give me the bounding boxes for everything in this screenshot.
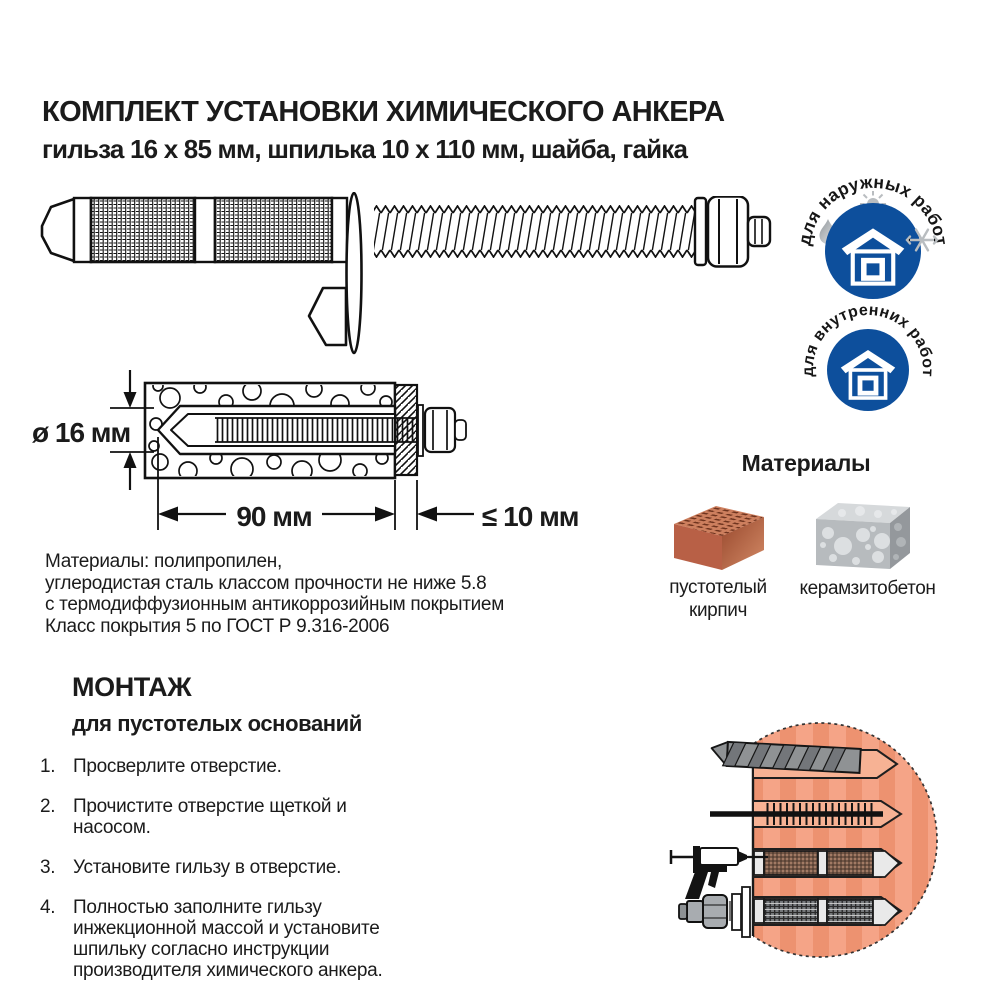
depth-dimension (157, 437, 418, 530)
sleeve-mesh (89, 196, 197, 264)
step-item: 4. Полностью заполните гильзу инжекционн… (40, 897, 480, 981)
outdoor-badge: для наружных работ (794, 174, 951, 299)
material-label-brick: пустотелый кирпич (669, 577, 767, 621)
rod-section (215, 404, 467, 457)
materials-note-line: углеродистая сталь классом прочности не … (45, 572, 487, 594)
sleeve-flange (345, 192, 363, 355)
block-side-pores (893, 523, 906, 560)
thickness-label: ≤ 10 мм (482, 501, 579, 532)
sleeve-mesh (213, 196, 334, 264)
step-text: Полностью заполните гильзу инжекционной … (73, 897, 383, 981)
step-number: 3. (40, 857, 56, 878)
materials-note-line: с термодиффузионным антикоррозийным покр… (45, 594, 504, 615)
stub-threads (754, 219, 763, 244)
hollow-brick-icon (674, 506, 764, 570)
rod-thread (374, 205, 695, 258)
rod-washer (693, 196, 708, 267)
header: КОМПЛЕКТ УСТАНОВКИ ХИМИЧЕСКОГО АНКЕРА ги… (42, 96, 725, 165)
montage-steps: 1. Просверлите отверстие. 2. Прочистите … (40, 756, 480, 981)
anchor-sleeve-drawing (40, 192, 363, 355)
rod-nut (706, 196, 750, 268)
installation-steps-illustration (669, 722, 938, 958)
nut-and-washer (678, 886, 751, 938)
materials-note-line: Класс покрытия 5 по ГОСТ Р 9.316-2006 (45, 615, 390, 637)
montage-header: МОНТАЖ для пустотелых оснований (72, 672, 362, 737)
step-item: 3. Установите гильзу в отверстие. (40, 857, 480, 878)
step-item: 1. Просверлите отверстие. (40, 756, 480, 777)
indoor-badge: для внутренних работ (800, 302, 936, 411)
wall-dashed-outline (753, 722, 938, 958)
sleeve-band (72, 196, 93, 264)
injection-gun-icon (669, 846, 768, 899)
page-title: КОМПЛЕКТ УСТАНОВКИ ХИМИЧЕСКОГО АНКЕРА (42, 96, 725, 128)
step-number: 2. (40, 796, 56, 817)
materials-note: Материалы: полипропилен, углеродистая ст… (45, 551, 504, 637)
materials-heading: Материалы (741, 450, 871, 476)
cross-section-diagram: ø 16 мм 90 мм ≤ 10 мм (32, 370, 580, 532)
montage-subheading: для пустотелых оснований (72, 711, 362, 736)
step-number: 1. (40, 756, 56, 777)
page-subtitle: гильза 16 х 85 мм, шпилька 10 х 110 мм, … (42, 134, 688, 164)
installed-anchor (753, 898, 901, 926)
cleaning-brush-icon (710, 803, 883, 825)
drill-bit-icon (710, 740, 862, 774)
diameter-label: ø 16 мм (32, 417, 130, 448)
block-top-pores (838, 506, 897, 518)
step-item: 2. Прочистите отверстие щеткой и насосом… (40, 796, 480, 838)
sleeve-in-hole (753, 850, 901, 878)
montage-heading: МОНТАЖ (72, 672, 192, 702)
claydite-concrete-block-icon (816, 503, 910, 569)
diameter-dimension (110, 370, 154, 490)
sleeve-band (193, 196, 217, 264)
rod-stub (746, 215, 772, 248)
step-text: Прочистите отверстие щеткой и насосом. (73, 796, 347, 838)
snowflake-icon (905, 228, 939, 252)
material-label-block: керамзитобетон (799, 578, 936, 599)
step-number: 4. (40, 897, 56, 918)
step-text: Просверлите отверстие. (73, 756, 282, 777)
wall-bubbles (148, 385, 393, 476)
sleeve-cone-tip (40, 197, 76, 263)
materials-note-line: Материалы: полипропилен, (45, 551, 282, 572)
depth-label: 90 мм (236, 501, 311, 532)
threaded-rod-drawing (374, 196, 772, 268)
nut-facets (718, 199, 738, 264)
sleeve-wing (307, 286, 348, 347)
step-text: Установите гильзу в отверстие. (73, 857, 342, 878)
thickness-dimension (417, 506, 474, 522)
block-pores (820, 526, 890, 565)
sleeve-band (330, 196, 349, 264)
